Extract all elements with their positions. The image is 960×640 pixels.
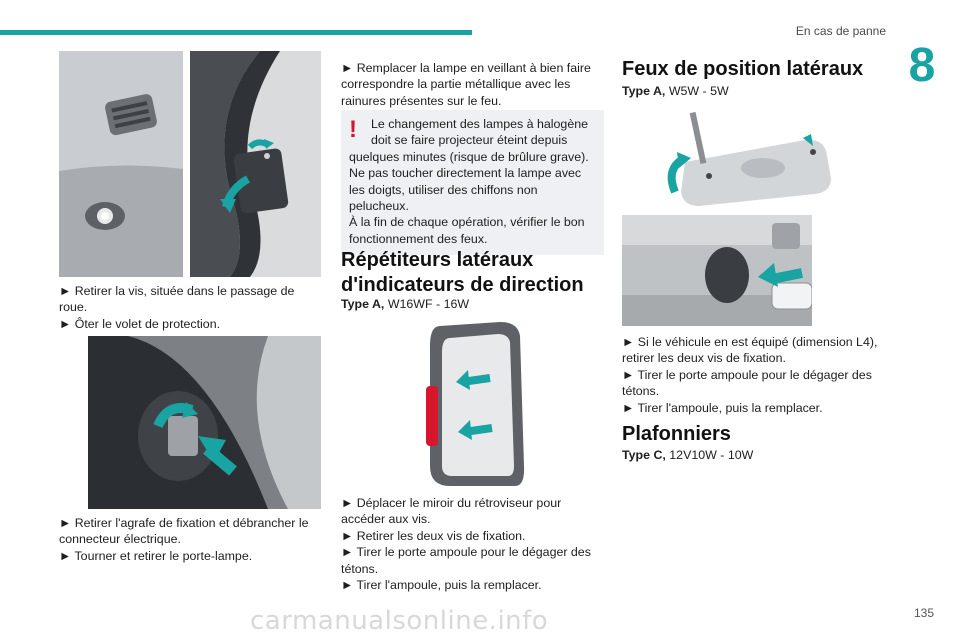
bulb-holder-image xyxy=(622,215,812,326)
header-accent-bar xyxy=(0,30,472,35)
step-text: ► Retirer la vis, située dans le passage… xyxy=(59,284,295,315)
section-heading-repeaters: Répétiteurs latéraux d'indicateurs de di… xyxy=(341,249,584,296)
section-heading-side-lamps: Feux de position latéraux xyxy=(622,58,864,80)
instructions-b: ► Retirer l'agrafe de fixation et débran… xyxy=(59,515,321,564)
step-text: ► Tirer l'ampoule, puis la remplacer. xyxy=(341,578,542,593)
step-text: ► Retirer l'agrafe de fixation et débran… xyxy=(59,516,309,547)
bulb-type-line: Type C, 12V10W - 10W xyxy=(622,447,884,463)
bulb-type-value: W16WF - 16W xyxy=(384,297,470,311)
bulb-type-label: Type A, xyxy=(622,84,666,98)
section-label: En cas de panne xyxy=(795,24,886,38)
headlamp-connector-image xyxy=(88,336,321,509)
wheel-arch-image xyxy=(190,51,321,277)
warning-box: ! Le changement des lampes à halogène do… xyxy=(341,110,604,256)
warning-exclamation-icon: ! xyxy=(349,116,357,143)
chapter-number: 8 xyxy=(908,39,936,92)
bulb-type-label: Type C, xyxy=(622,448,666,462)
warning-text: Le changement des lampes à halogène doit… xyxy=(349,117,589,164)
instructions-side-lamps: ► Si le véhicule en est équipé (dimensio… xyxy=(622,334,884,416)
bulb-type-line: Type A, W5W - 5W xyxy=(622,83,884,99)
step-text: ► Déplacer le miroir du rétroviseur pour… xyxy=(341,496,562,527)
bulb-type-value: 12V10W - 10W xyxy=(665,448,754,462)
warning-text: Ne pas toucher directement la lampe avec… xyxy=(349,166,582,214)
page-number: 135 xyxy=(913,606,934,620)
warning-text: À la fin de chaque opération, vérifier l… xyxy=(349,215,585,246)
bulb-type-value: W5W - 5W xyxy=(665,84,729,98)
instructions-repeaters: ► Déplacer le miroir du rétroviseur pour… xyxy=(341,495,604,593)
bulb-type-line: Type A, W16WF - 16W xyxy=(341,296,604,312)
step-text: ► Tirer l'ampoule, puis la remplacer. xyxy=(622,400,823,415)
side-lamp-lens-image xyxy=(655,112,835,208)
front-bumper-image xyxy=(59,51,183,277)
step-text: ► Tirer le porte ampoule pour le dégager… xyxy=(622,367,872,399)
step-text: ► Ôter le volet de protection. xyxy=(59,316,221,331)
step-text: ► Retirer les deux vis de fixation. xyxy=(341,528,526,543)
section-heading-ceiling-lamps: Plafonniers xyxy=(622,423,731,445)
instruction-replace-lamp: ► Remplacer la lampe en veillant à bien … xyxy=(341,61,591,108)
step-text: ► Tourner et retirer le porte-lampe. xyxy=(59,548,253,563)
step-text: ► Si le véhicule en est équipé (dimensio… xyxy=(622,335,878,366)
mirror-image xyxy=(420,316,530,491)
instructions-a: ► Retirer la vis, située dans le passage… xyxy=(59,283,321,332)
bulb-type-label: Type A, xyxy=(341,297,385,311)
step-text: ► Tirer le porte ampoule pour le dégager… xyxy=(341,545,591,576)
watermark-text: carmanualsonline.info xyxy=(250,606,549,636)
